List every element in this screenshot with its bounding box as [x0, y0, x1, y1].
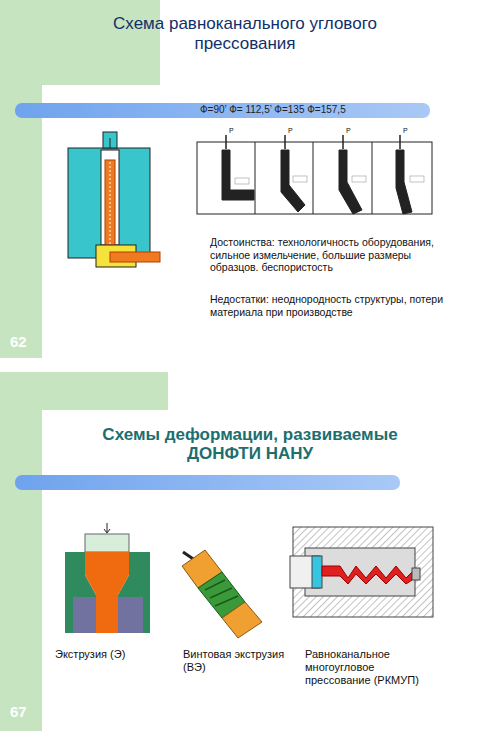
pressure-label: P [403, 127, 408, 135]
phi-angles: Ф=90’ Ф= 112,5’ Ф=135 Ф=157,5 [200, 104, 346, 116]
pressure-label: P [288, 127, 293, 135]
caption: Винтовая экструзия (ВЭ) [183, 648, 298, 674]
slide-number: 67 [10, 703, 27, 721]
pressure-label: P [346, 127, 351, 135]
drawbacks-text: Недостатки: неоднородность структуры, по… [210, 293, 460, 318]
pressure-label: P [229, 127, 234, 135]
caption: Экструзия (Э) [55, 648, 135, 661]
caption: Равноканальное многоугловое прессование … [305, 648, 420, 688]
slide-title: Схема равноканального углового прессован… [100, 14, 390, 53]
advantages-text: Достоинства: технологичность оборудовани… [210, 236, 450, 274]
slide-number: 62 [10, 333, 27, 351]
slide-title: Схемы деформации, развиваемые ДОНФТИ НАН… [70, 426, 430, 463]
